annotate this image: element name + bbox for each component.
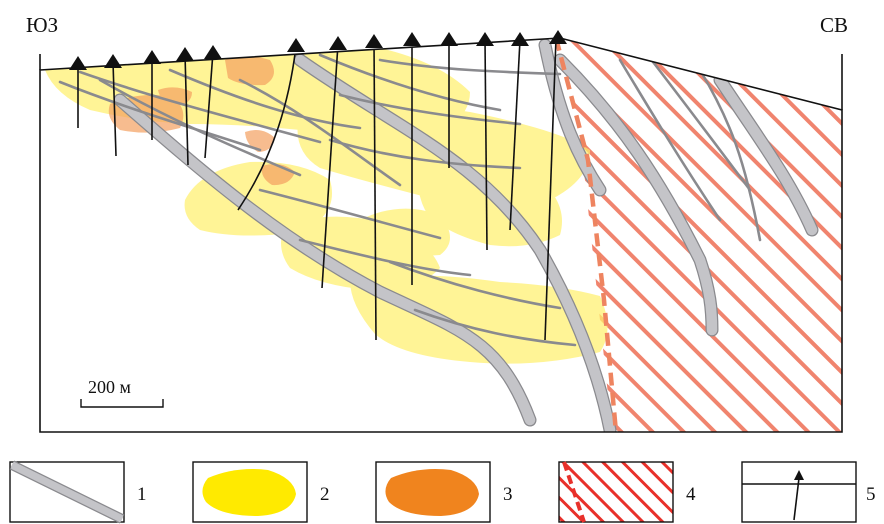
triangle-icon: [403, 32, 421, 46]
triangle-icon: [69, 56, 87, 70]
triangle-icon: [440, 32, 458, 46]
legend-item-grey-band: 1: [9, 460, 147, 524]
section-body: [45, 38, 842, 432]
triangle-icon: [365, 34, 383, 48]
legend-number: 2: [320, 484, 330, 505]
triangle-icon: [549, 30, 567, 44]
triangle-icon: [511, 32, 529, 46]
direction-label-sw: ЮЗ: [26, 13, 58, 37]
boundary-fault: [553, 38, 619, 432]
drill-holes: [77, 38, 557, 341]
triangle-icon: [287, 38, 305, 52]
triangle-icon: [476, 32, 494, 46]
legend-item-hatched-zone: 4: [558, 461, 696, 523]
triangle-icon: [143, 50, 161, 64]
direction-label-ne: СВ: [820, 13, 848, 37]
scale-bar: 200 м: [80, 377, 164, 408]
legend-item-drill-hole: 5: [741, 461, 876, 523]
triangle-icon: [176, 47, 194, 61]
triangle-icon: [204, 45, 222, 59]
legend-number: 1: [137, 484, 147, 505]
legend-item-orange-zone: 3: [375, 461, 513, 523]
legend-number: 5: [866, 484, 876, 505]
section-outline: [39, 37, 843, 433]
legend-number: 4: [686, 484, 696, 505]
legend-item-yellow-zone: 2: [192, 461, 330, 523]
triangle-icon: [329, 36, 347, 50]
legend-number: 3: [503, 484, 513, 505]
drill-collars: [69, 30, 567, 70]
legend: 1 2 3 4 5: [9, 460, 876, 524]
triangle-icon: [794, 470, 804, 480]
scale-bar-label: 200 м: [88, 377, 131, 397]
